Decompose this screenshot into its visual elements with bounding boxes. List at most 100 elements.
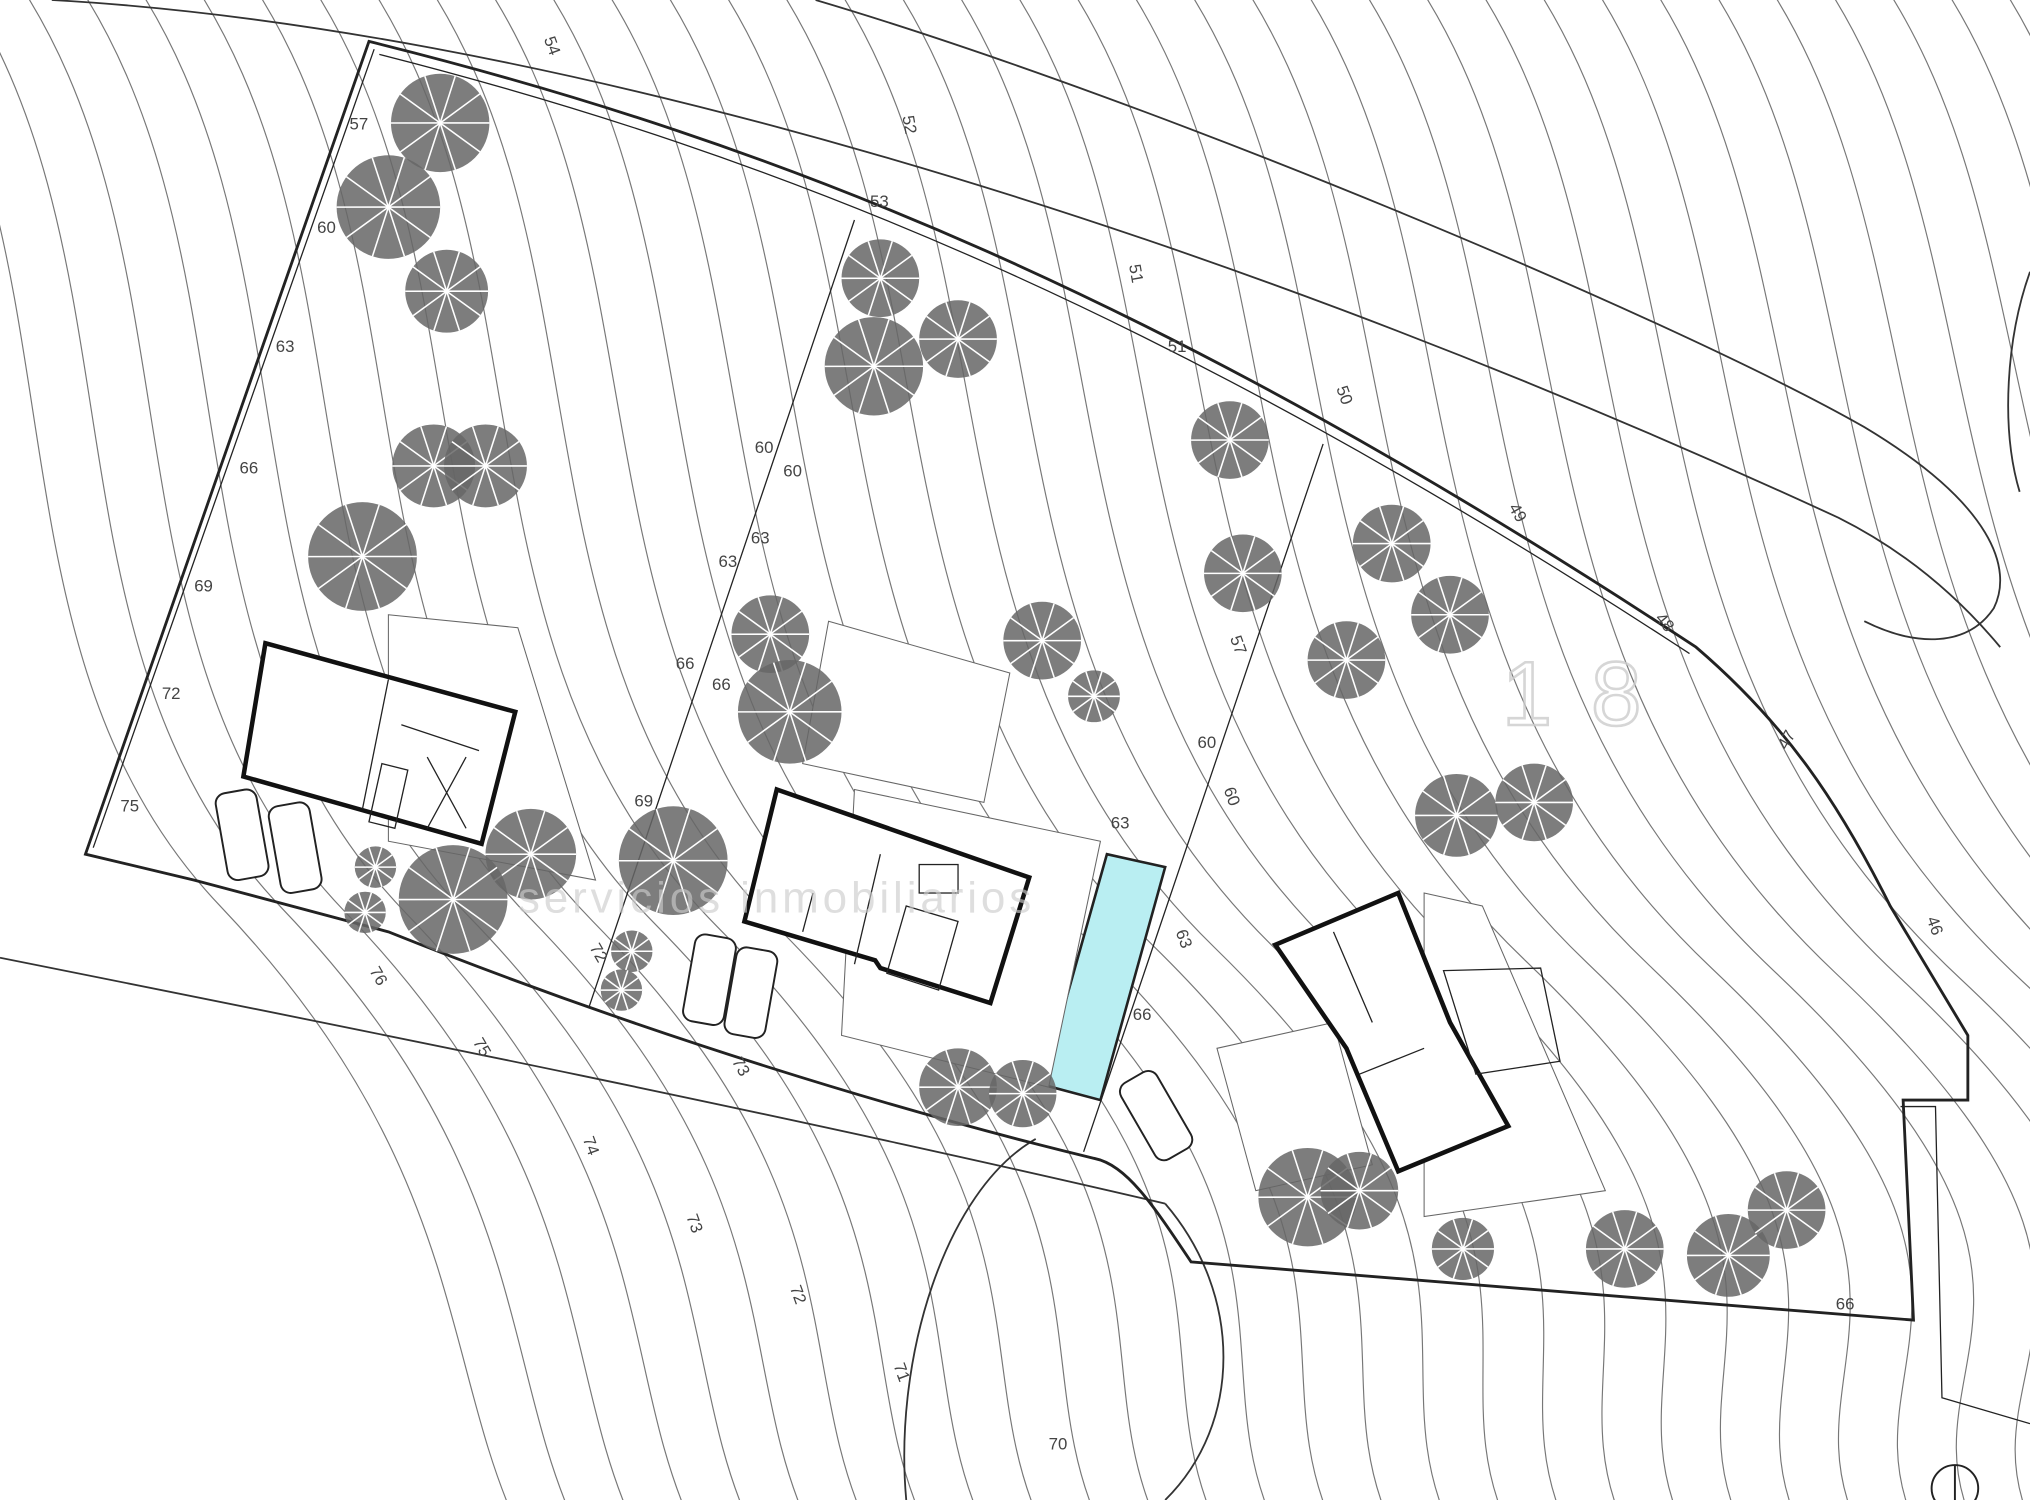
contour-label: 73	[728, 1054, 754, 1080]
tree-icon	[1495, 763, 1573, 842]
contour-label: 60	[1220, 784, 1244, 808]
contour-label: 69	[634, 791, 653, 810]
watermark-brand: 18	[1502, 644, 1680, 745]
contour-label: 63	[1172, 927, 1196, 951]
watermark: 18 servicios inmobiliarios	[518, 642, 1680, 922]
tree-icon	[919, 1048, 997, 1126]
tree-icon	[1585, 1210, 1664, 1288]
contour-label: 57	[1226, 633, 1250, 657]
contour-line	[1718, 0, 2030, 858]
contour-line	[1019, 0, 1615, 1500]
contour-label: 72	[786, 1283, 810, 1307]
tree-icon	[737, 660, 842, 764]
tree-icon	[618, 806, 728, 916]
contour-line	[0, 224, 507, 1500]
contour-label: 63	[1111, 813, 1130, 832]
contour-label: 60	[783, 461, 802, 480]
car-icon	[267, 801, 323, 894]
tree-icon	[824, 317, 924, 416]
tree-icon	[611, 930, 653, 972]
contour-label: 76	[366, 963, 392, 989]
contour-line	[1310, 0, 1913, 1500]
car-icon	[682, 933, 737, 1026]
house-1	[240, 640, 519, 847]
tree-icon	[1003, 601, 1082, 680]
road-edge	[51, 0, 2001, 648]
contour-label: 66	[240, 459, 259, 478]
contour-line	[1252, 0, 1851, 1500]
tree-icon	[731, 595, 810, 673]
contour-label: 54	[540, 34, 564, 58]
road-curb	[2007, 271, 2030, 493]
contour-line	[902, 0, 1499, 1500]
tree-icon	[1431, 1217, 1495, 1280]
contour-line	[844, 0, 1440, 1500]
contour-line	[1077, 0, 1674, 1500]
contour-line	[1893, 0, 2030, 438]
contour-label: 60	[1198, 733, 1217, 752]
contour-line	[1427, 0, 2030, 1500]
tree-icon	[1352, 504, 1431, 583]
plot-boundaries	[83, 39, 2030, 1425]
trees	[308, 73, 1826, 1297]
contour-label: 63	[751, 529, 770, 548]
tree-icon	[919, 300, 997, 378]
contour-line	[1601, 0, 2030, 990]
contour-line	[1660, 0, 2030, 930]
contour-label: 50	[1332, 383, 1356, 407]
cars	[214, 788, 1194, 1162]
house-2	[741, 786, 1033, 1006]
contour-label: 66	[1133, 1005, 1152, 1024]
contour-label: 46	[1923, 914, 1947, 938]
contour-line	[961, 0, 1557, 1500]
watermark-tagline: servicios inmobiliarios	[518, 873, 1035, 922]
tree-icon	[485, 808, 577, 900]
contour-label: 51	[1125, 263, 1147, 285]
tree-icon	[1307, 621, 1386, 699]
tree-icon	[600, 969, 643, 1011]
tree-icon	[405, 249, 489, 333]
contour-label: 66	[712, 675, 731, 694]
contour-label: 60	[755, 438, 774, 457]
contour-label: 66	[1836, 1295, 1855, 1314]
tree-icon	[390, 73, 490, 173]
contour-label: 52	[898, 114, 920, 136]
contour-label: 49	[1505, 500, 1531, 526]
contour-line	[1485, 0, 2030, 1123]
contour-line	[1776, 0, 2030, 766]
contour-line	[436, 0, 1032, 1500]
contour-label: 75	[120, 796, 139, 815]
car-icon	[723, 946, 779, 1039]
contour-line	[2009, 0, 2030, 37]
tree-icon	[1204, 534, 1282, 613]
car-icon	[214, 788, 270, 882]
tree-icon	[398, 845, 508, 954]
tree-icon	[354, 846, 397, 888]
tree-icon	[336, 155, 441, 259]
tree-icon	[1415, 773, 1498, 857]
car-icon	[1118, 1069, 1194, 1162]
contour-label: 72	[162, 684, 181, 703]
contour-label: 74	[579, 1134, 603, 1158]
contour-label: 53	[870, 192, 889, 211]
house-3	[1271, 890, 1561, 1175]
contour-label: 70	[1049, 1435, 1068, 1454]
contour-label: 72	[586, 940, 612, 966]
tree-icon	[1068, 670, 1120, 723]
tree-icon	[344, 891, 386, 934]
contour-label: 60	[317, 218, 336, 237]
contour-label: 57	[350, 114, 369, 133]
tree-icon	[1747, 1171, 1826, 1249]
tree-icon	[1320, 1151, 1399, 1230]
contour-line	[1368, 0, 1975, 1500]
cul-de-sac	[903, 1138, 1225, 1500]
contour-line	[1194, 0, 1790, 1500]
contour-label: 51	[1168, 337, 1187, 356]
tree-icon	[1686, 1213, 1770, 1297]
north-arrow-icon	[1930, 1464, 1980, 1500]
road-edge	[815, 0, 2001, 641]
tree-icon	[841, 239, 920, 318]
tree-icon	[308, 502, 417, 611]
contour-label: 69	[194, 576, 213, 595]
